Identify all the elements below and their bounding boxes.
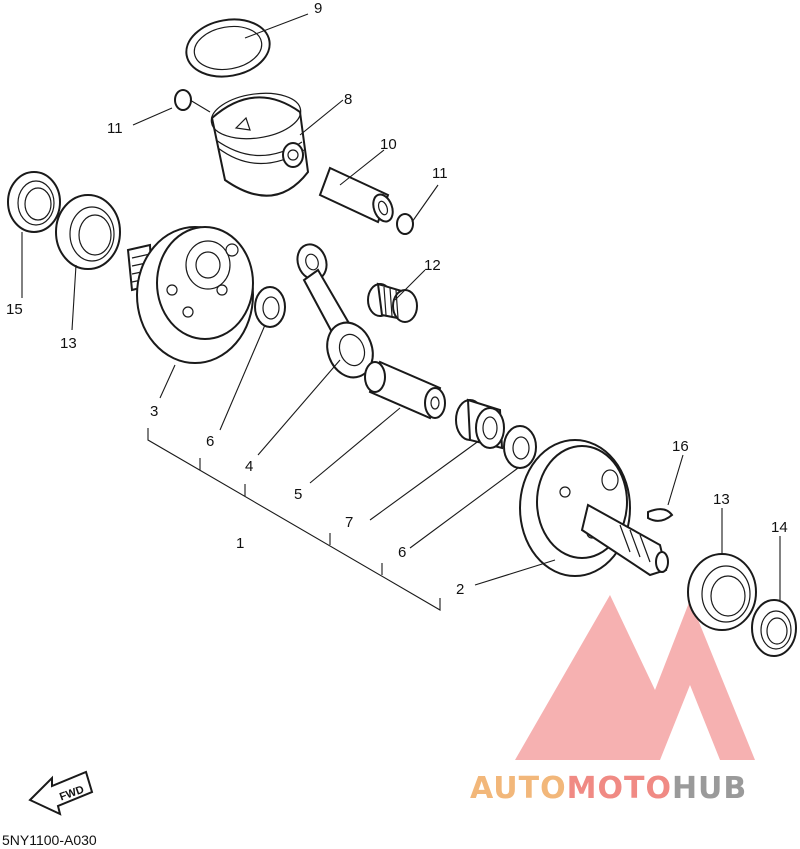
callout-10: 10 — [380, 136, 397, 153]
oil-seal-right-part — [751, 599, 797, 657]
callout-labels: 9 8 11 10 11 12 15 13 3 6 4 5 1 7 6 2 16… — [6, 0, 788, 598]
callout-4: 4 — [245, 458, 253, 475]
piston-pin-part — [318, 166, 394, 224]
callout-12: 12 — [424, 257, 441, 274]
callout-13-left: 13 — [60, 335, 77, 352]
crank-pin-part — [364, 360, 446, 420]
callout-5: 5 — [294, 486, 302, 503]
small-end-bearing-part — [367, 282, 418, 323]
callout-13-right: 13 — [713, 491, 730, 508]
watermark-text: AUTOMOTOHUB — [470, 771, 747, 806]
connecting-rod-part — [296, 243, 374, 379]
callout-7: 7 — [345, 514, 353, 531]
thrust-washer-right-part — [503, 425, 537, 469]
oil-seal-left-part — [7, 171, 61, 233]
callout-3: 3 — [150, 403, 158, 420]
callout-16: 16 — [672, 438, 689, 455]
callout-11-left: 11 — [107, 120, 123, 137]
watermark-word-hub: HUB — [672, 771, 747, 806]
callout-1: 1 — [236, 535, 244, 552]
leader-lines — [21, 13, 781, 611]
svg-text:AUTOMOTOHUB: AUTOMOTOHUB — [470, 771, 747, 806]
circlip-right-part — [396, 213, 414, 235]
bearing-left-part — [55, 194, 121, 270]
watermark-word-auto: AUTO — [470, 771, 567, 806]
crank-left-half-part — [126, 226, 254, 364]
bearing-right-part — [687, 553, 757, 631]
piston-ring-part — [185, 18, 271, 78]
woodruff-key-part — [647, 508, 674, 522]
callout-15: 15 — [6, 301, 23, 318]
callout-11-right: 11 — [432, 165, 448, 182]
callout-8: 8 — [344, 91, 352, 108]
callout-14: 14 — [771, 519, 788, 536]
thrust-washer-left-part — [254, 286, 286, 328]
watermark-logo-icon — [515, 595, 755, 760]
callout-9: 9 — [314, 0, 322, 17]
watermark-word-moto: MOTO — [567, 771, 672, 806]
crank-right-half-part — [519, 439, 669, 577]
piston-part — [210, 92, 310, 197]
catalog-code: 5NY1100-A030 — [2, 832, 97, 848]
big-end-bearing-part — [455, 398, 505, 450]
circlip-left-part — [174, 89, 192, 111]
callout-6-right: 6 — [398, 544, 406, 561]
fwd-arrow-icon: FWD — [28, 770, 94, 816]
callout-2: 2 — [456, 581, 464, 598]
callout-6-left: 6 — [206, 433, 214, 450]
